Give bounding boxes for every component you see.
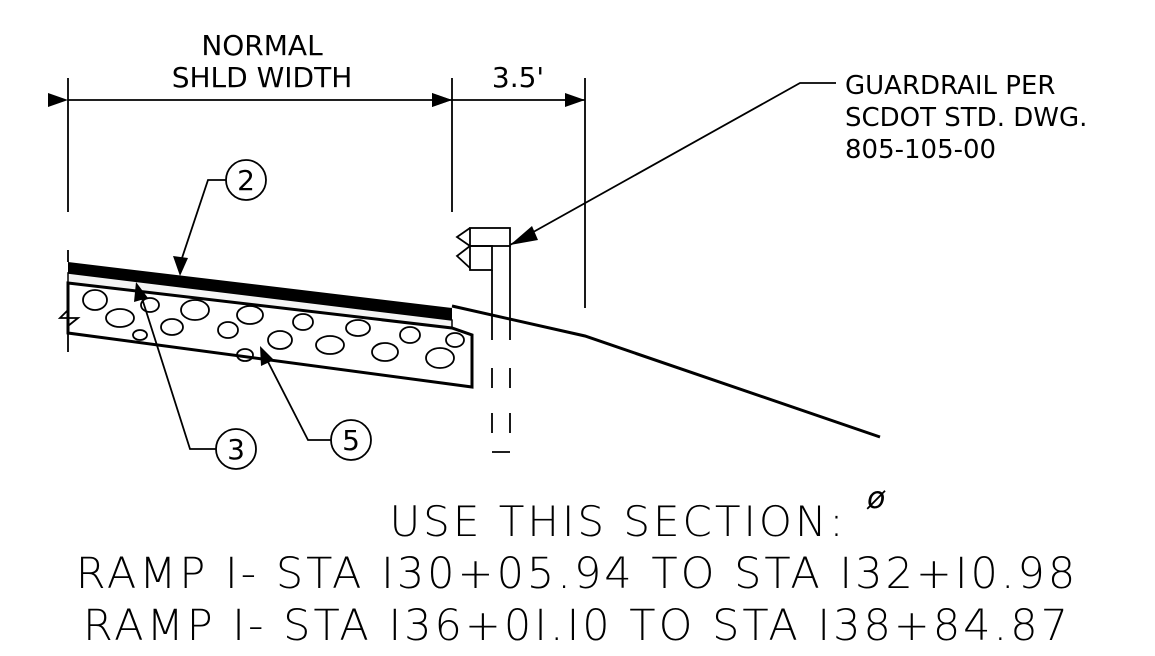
shoulder-label-line1: NORMAL xyxy=(201,29,323,62)
section-note-heading: USE THIS SECTION: xyxy=(389,497,846,546)
callout-2-label: 2 xyxy=(237,164,255,197)
break-line xyxy=(57,309,81,327)
guardrail-note-line2: SCDOT STD. DWG. xyxy=(845,103,1087,133)
pavement-section xyxy=(57,250,474,389)
shoulder-width-dimension: NORMAL SHLD WIDTH xyxy=(48,29,453,212)
offset-label: 3.5' xyxy=(492,61,544,94)
callout-2: 2 xyxy=(173,159,267,276)
callout-3: 3 xyxy=(134,282,257,470)
guardrail-post xyxy=(455,227,511,453)
diameter-symbol: ø xyxy=(866,481,886,516)
station-range-1: RAMP I- STA I30+05.94 TO STA I32+I0.98 xyxy=(76,549,1079,599)
guardrail-leader xyxy=(509,82,836,246)
aggregate-stones xyxy=(82,289,465,369)
guardrail-note: GUARDRAIL PER SCDOT STD. DWG. 805-105-00 xyxy=(509,71,1087,246)
guardrail-note-line1: GUARDRAIL PER xyxy=(845,71,1055,101)
callout-5: 5 xyxy=(260,346,372,461)
station-range-2: RAMP I- STA I36+0I.I0 TO STA I38+84.87 xyxy=(83,601,1071,651)
callout-5-label: 5 xyxy=(342,424,360,457)
guardrail-note-line3: 805-105-00 xyxy=(845,135,996,165)
guardrail-leader-arrowhead xyxy=(510,226,538,245)
asphalt-surface-layer xyxy=(68,262,452,320)
callout-3-label: 3 xyxy=(227,433,245,466)
ground-slope-line xyxy=(451,304,881,439)
shoulder-label-line2: SHLD WIDTH xyxy=(172,61,353,94)
offset-dimension: 3.5' xyxy=(432,61,586,308)
section-note: USE THIS SECTION: ø RAMP I- STA I30+05.9… xyxy=(76,481,1079,651)
